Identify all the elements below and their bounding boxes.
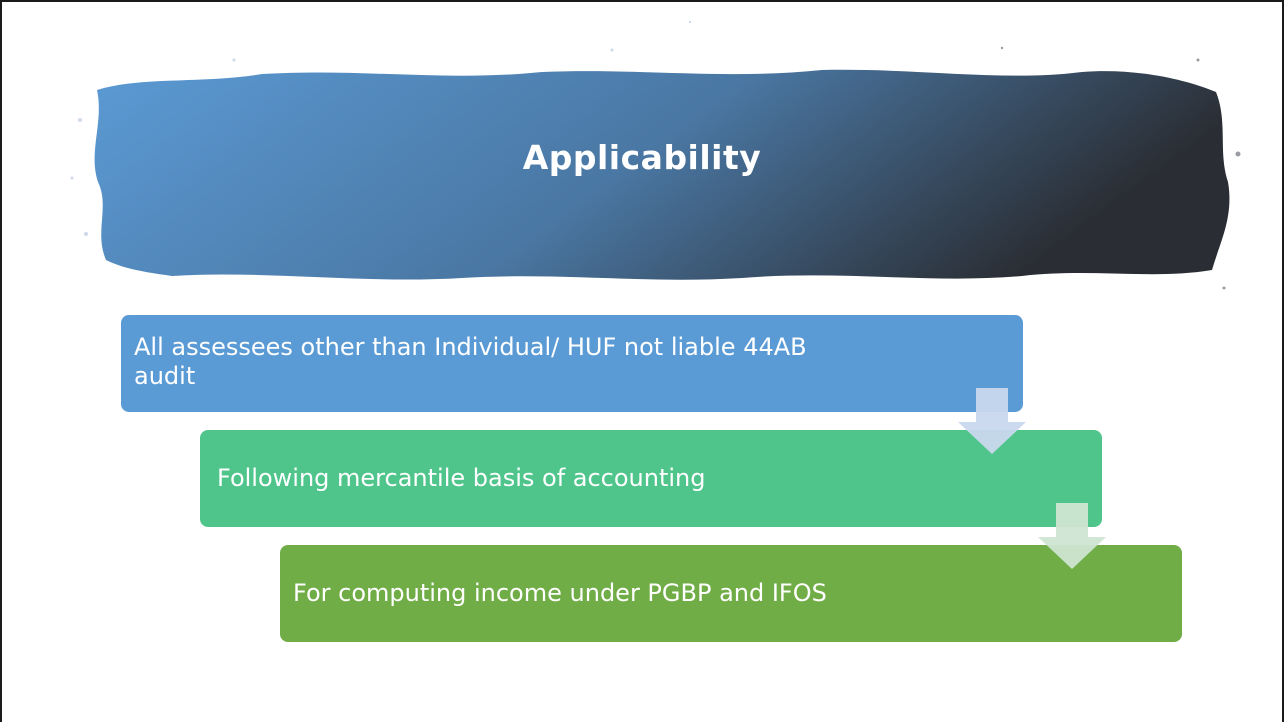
step-3-text: For computing income under PGBP and IFOS <box>293 579 827 607</box>
step-box-3: For computing income under PGBP and IFOS <box>280 545 1182 642</box>
down-arrow-icon <box>1038 503 1106 569</box>
step-box-2: Following mercantile basis of accounting <box>200 430 1102 527</box>
down-arrow-icon <box>958 388 1026 454</box>
step-1-text: All assessees other than Individual/ HUF… <box>134 332 807 390</box>
slide-title: Applicability <box>522 138 762 177</box>
step-box-1: All assessees other than Individual/ HUF… <box>121 315 1023 412</box>
step-2-text: Following mercantile basis of accounting <box>217 464 706 492</box>
